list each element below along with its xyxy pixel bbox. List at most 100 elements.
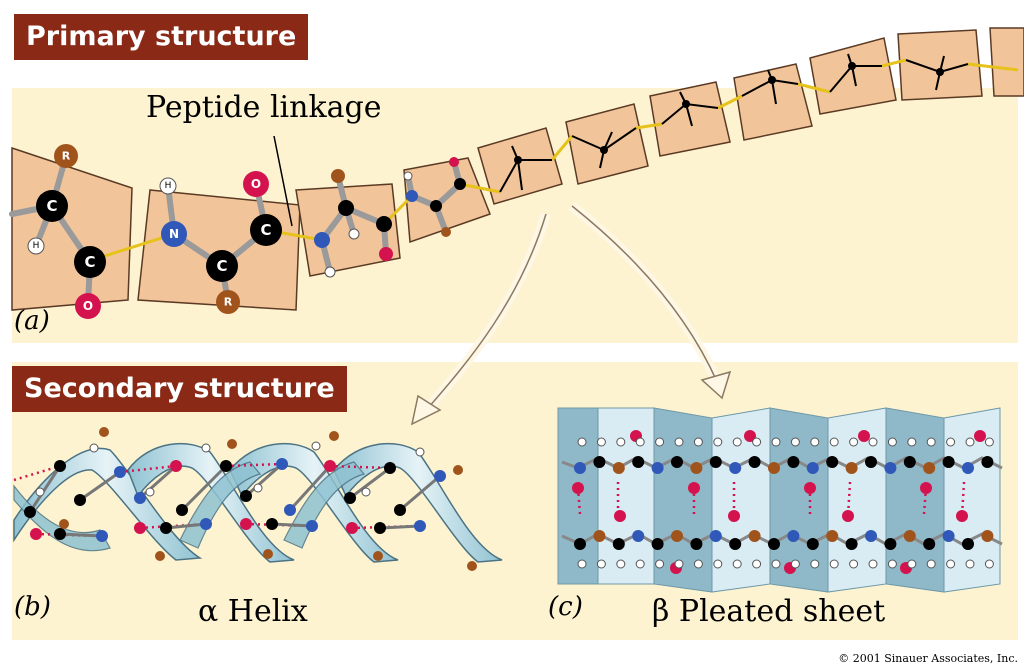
sheet-atom bbox=[806, 462, 819, 474]
sheet-atom bbox=[671, 456, 683, 468]
helix-ribbon-turn bbox=[13, 447, 203, 561]
copyright-notice: © 2001 Sinauer Associates, Inc. bbox=[838, 652, 1018, 665]
sheet-atom bbox=[965, 559, 975, 569]
svg-text:H: H bbox=[33, 241, 40, 251]
peptide-linkage-label: Peptide linkage bbox=[146, 90, 382, 125]
sheet-atom bbox=[962, 538, 974, 550]
sheet-atom bbox=[690, 462, 703, 474]
svg-text:O: O bbox=[83, 299, 93, 313]
residue-tile bbox=[295, 183, 401, 277]
sheet-atom bbox=[632, 456, 645, 468]
sheet-atom bbox=[577, 437, 587, 447]
sheet-atom bbox=[942, 456, 955, 468]
residue-tile bbox=[403, 157, 491, 244]
atom-carbon-1: C bbox=[36, 190, 68, 222]
sheet-atom bbox=[690, 538, 703, 550]
sheet-atom bbox=[845, 538, 858, 550]
sheet-atom bbox=[632, 530, 645, 542]
sheet-atom bbox=[616, 559, 626, 569]
sheet-atom bbox=[612, 462, 625, 474]
sheet-atom bbox=[829, 559, 839, 569]
residue-tile bbox=[897, 29, 983, 101]
sheet-atom bbox=[868, 559, 878, 569]
sheet-atom bbox=[946, 559, 956, 569]
sheet-atom bbox=[810, 559, 820, 569]
sheet-atom bbox=[596, 559, 606, 569]
sheet-atom bbox=[693, 437, 703, 447]
atom-hydrogen-1: H bbox=[27, 237, 45, 255]
residue-tile bbox=[989, 27, 1024, 97]
sheet-atom bbox=[790, 559, 800, 569]
sheet-atom bbox=[962, 462, 974, 474]
atom-carbon-3: C bbox=[206, 250, 238, 282]
sheet-atom bbox=[635, 559, 645, 569]
sheet-atom bbox=[887, 437, 897, 447]
sheet-atom bbox=[732, 437, 742, 447]
sheet-atom bbox=[748, 456, 761, 468]
panel-letter-c: (c) bbox=[548, 592, 583, 622]
sheet-atom bbox=[655, 559, 665, 569]
sheet-atom bbox=[612, 538, 625, 550]
sheet-atom bbox=[829, 437, 839, 447]
sheet-atom bbox=[596, 437, 606, 447]
sheet-atom bbox=[574, 462, 586, 474]
sheet-atom bbox=[965, 437, 975, 447]
sheet-atom bbox=[616, 437, 626, 447]
svg-text:N: N bbox=[169, 227, 179, 241]
sheet-atom bbox=[926, 559, 936, 569]
sheet-atom bbox=[865, 456, 877, 468]
sheet-atom bbox=[849, 559, 859, 569]
sheet-atom bbox=[887, 559, 897, 569]
atom-oxygen-1: O bbox=[75, 293, 101, 319]
sheet-atom bbox=[752, 559, 762, 569]
sheet-atom bbox=[651, 538, 664, 550]
svg-text:C: C bbox=[84, 253, 95, 271]
sheet-atom bbox=[981, 456, 994, 468]
sheet-atom bbox=[771, 559, 781, 569]
sheet-atom bbox=[655, 437, 665, 447]
sheet-atom bbox=[651, 462, 664, 474]
sheet-atom bbox=[868, 437, 878, 447]
atom-carbon-4: C bbox=[250, 214, 282, 246]
sheet-atom bbox=[849, 437, 859, 447]
sheet-atom bbox=[674, 559, 684, 569]
sheet-atom bbox=[946, 437, 956, 447]
sheet-atom bbox=[577, 559, 587, 569]
sheet-atom bbox=[709, 530, 722, 542]
sheet-atom bbox=[903, 530, 916, 542]
residue-tile bbox=[477, 127, 563, 205]
sheet-atom bbox=[674, 437, 684, 447]
atom-hydrogen-2: H bbox=[159, 177, 177, 195]
sheet-atom bbox=[907, 559, 917, 569]
svg-text:R: R bbox=[224, 296, 233, 309]
sheet-atom bbox=[787, 530, 800, 542]
sheet-atom bbox=[671, 530, 683, 542]
secondary-structure-title: Secondary structure bbox=[12, 366, 347, 412]
panel-letter-a: (a) bbox=[14, 306, 50, 336]
sheet-atom bbox=[826, 456, 839, 468]
sheet-atom bbox=[865, 530, 877, 542]
sheet-atom bbox=[826, 530, 839, 542]
panel-letter-b: (b) bbox=[14, 592, 51, 622]
sheet-atom bbox=[574, 538, 586, 550]
sheet-atom bbox=[709, 456, 722, 468]
sheet-atom bbox=[942, 530, 955, 542]
sheet-atom bbox=[713, 437, 723, 447]
sheet-atom bbox=[984, 559, 994, 569]
svg-text:R: R bbox=[62, 150, 71, 163]
sheet-atom bbox=[806, 538, 819, 550]
alpha-helix-label: α Helix bbox=[198, 594, 308, 629]
sheet-atom bbox=[923, 538, 936, 550]
sheet-atom bbox=[729, 538, 742, 550]
sheet-atom bbox=[884, 538, 897, 550]
sheet-atom bbox=[981, 530, 994, 542]
beta-pleated-sheet-label: β Pleated sheet bbox=[652, 594, 886, 629]
atom-carbon-2: C bbox=[74, 246, 106, 278]
sheet-atom bbox=[984, 437, 994, 447]
atom-side-chain-1: R bbox=[54, 144, 78, 168]
sheet-atom bbox=[771, 437, 781, 447]
primary-structure-title: Primary structure bbox=[14, 14, 309, 60]
